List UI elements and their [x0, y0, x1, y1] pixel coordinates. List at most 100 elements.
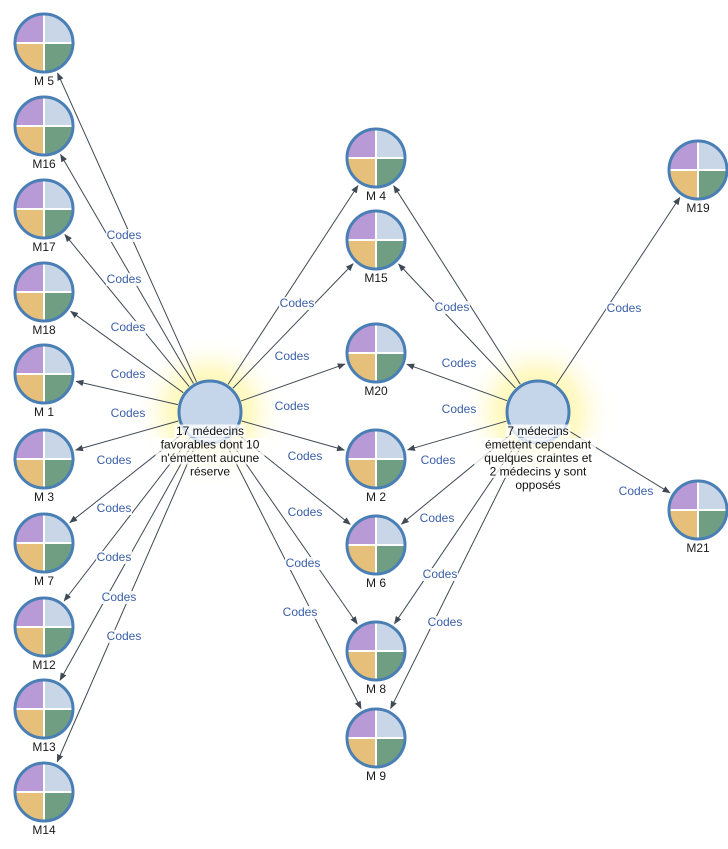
node-quadrant-top-left [16, 764, 44, 792]
edge-label-background [110, 368, 146, 381]
node-quadrant-top-right [44, 15, 72, 43]
node-quadrant-top-right [376, 325, 404, 353]
node-quadrant-bottom-left [16, 43, 44, 71]
node-m13[interactable]: M13 [13, 678, 75, 754]
edge-label-text: Codes [107, 272, 142, 286]
edge-label-background [285, 557, 321, 570]
node-quadrant-top-right [44, 681, 72, 709]
node-ring [345, 514, 407, 576]
node-ring [345, 707, 407, 769]
node-quadrant-bottom-left [16, 374, 44, 402]
edge-arrow-h1-M8 [228, 438, 358, 625]
hub-label-background [152, 438, 268, 451]
node-m19[interactable]: M19 [667, 139, 728, 215]
node-quadrant-bottom-left [348, 459, 376, 487]
node-quadrant-top-right [44, 98, 72, 126]
node-m9[interactable]: M 9 [345, 707, 407, 783]
edge-label-text: Codes [288, 505, 323, 519]
edge-arrow-h1-M9 [224, 441, 362, 710]
node-quadrant-bottom-left [348, 353, 376, 381]
node-m12[interactable]: M12 [13, 596, 75, 672]
edge-label-h1-M3: Codes [96, 453, 132, 467]
node-m21[interactable]: M21 [667, 479, 728, 555]
node-quadrant-top-right [44, 264, 72, 292]
node-quadrant-top-left [670, 142, 698, 170]
edge-label-h2-M19: Codes [606, 301, 642, 315]
edge-label-h1-M17: Codes [110, 320, 146, 334]
node-label: M 1 [34, 405, 54, 419]
node-quadrant-bottom-right [698, 510, 726, 538]
node-m2[interactable]: M 2 [345, 428, 407, 504]
node-quadrant-top-left [16, 515, 44, 543]
node-quadrant-top-right [698, 482, 726, 510]
node-quadrant-bottom-right [376, 459, 404, 487]
node-m17[interactable]: M17 [13, 178, 75, 254]
edge-label-background [287, 450, 323, 463]
node-m1[interactable]: M 1 [13, 343, 75, 419]
node-m3[interactable]: M 3 [13, 428, 75, 504]
node-quadrant-top-left [16, 264, 44, 292]
edge-arrow-h2-M19 [555, 196, 681, 385]
edge-label-background [441, 403, 477, 416]
edge-arrow-h1-M1 [75, 379, 178, 406]
node-ring [667, 139, 728, 201]
node-label: M 2 [366, 490, 386, 504]
node-label: M 5 [34, 74, 54, 88]
edge-label-background [282, 606, 318, 619]
node-ring [345, 127, 407, 189]
edge-label-text: Codes [107, 228, 142, 242]
node-quadrant-bottom-left [348, 545, 376, 573]
node-m16[interactable]: M16 [13, 95, 75, 171]
edge-arrow-h2-M4 [393, 185, 521, 385]
node-quadrant-bottom-right [44, 627, 72, 655]
node-label: M20 [364, 384, 388, 398]
node-m18[interactable]: M18 [13, 261, 75, 337]
edge-label-background [606, 302, 642, 315]
node-quadrant-bottom-left [16, 792, 44, 820]
node-m4[interactable]: M 4 [345, 127, 407, 203]
edge-label-text: Codes [288, 449, 323, 463]
edge-arrow-h2-M15 [398, 263, 516, 389]
edge-label-h1-M5: Codes [106, 228, 142, 242]
node-m20[interactable]: M20 [345, 322, 407, 398]
edge-label-background [106, 229, 142, 242]
node-label: M16 [32, 157, 56, 171]
node-quadrant-top-left [348, 325, 376, 353]
node-m6[interactable]: M 6 [345, 514, 407, 590]
edge-label-text: Codes [275, 399, 310, 413]
edge-label-background [274, 350, 310, 363]
edge-label-text: Codes [111, 367, 146, 381]
node-ring [13, 761, 75, 823]
node-quadrant-bottom-left [348, 240, 376, 268]
edge-label-h2-M8: Codes [422, 567, 458, 581]
node-ring [13, 596, 75, 658]
edge-label-h1-M15: Codes [274, 349, 310, 363]
node-quadrant-top-right [44, 515, 72, 543]
edge-label-h1-M2: Codes [287, 449, 323, 463]
edge-label-h2-M6: Codes [419, 511, 455, 525]
edge-label-text: Codes [435, 300, 470, 314]
node-m7[interactable]: M 7 [13, 512, 75, 588]
edge-label-background [279, 297, 315, 310]
hub-label-line: opposés [515, 478, 560, 492]
node-label: M 4 [366, 189, 386, 203]
edge-label-h1-M20: Codes [274, 399, 310, 413]
hub-label-background [514, 478, 562, 492]
edge-label-background [427, 616, 463, 629]
node-m14[interactable]: M14 [13, 761, 75, 837]
node-quadrant-top-right [376, 623, 404, 651]
hub-label-line: émettent cependant [485, 438, 592, 452]
node-quadrant-top-right [376, 130, 404, 158]
node-quadrant-top-left [16, 681, 44, 709]
node-m8[interactable]: M 8 [345, 620, 407, 696]
node-quadrant-top-left [16, 15, 44, 43]
edge-label-h2-M15: Codes [441, 356, 477, 370]
node-quadrant-bottom-left [348, 651, 376, 679]
node-quadrant-bottom-right [44, 126, 72, 154]
edge-label-background [96, 551, 132, 564]
node-m15[interactable]: M15 [345, 209, 407, 285]
node-m5[interactable]: M 5 [13, 12, 75, 88]
edge-arrow-h1-M15 [232, 263, 354, 389]
